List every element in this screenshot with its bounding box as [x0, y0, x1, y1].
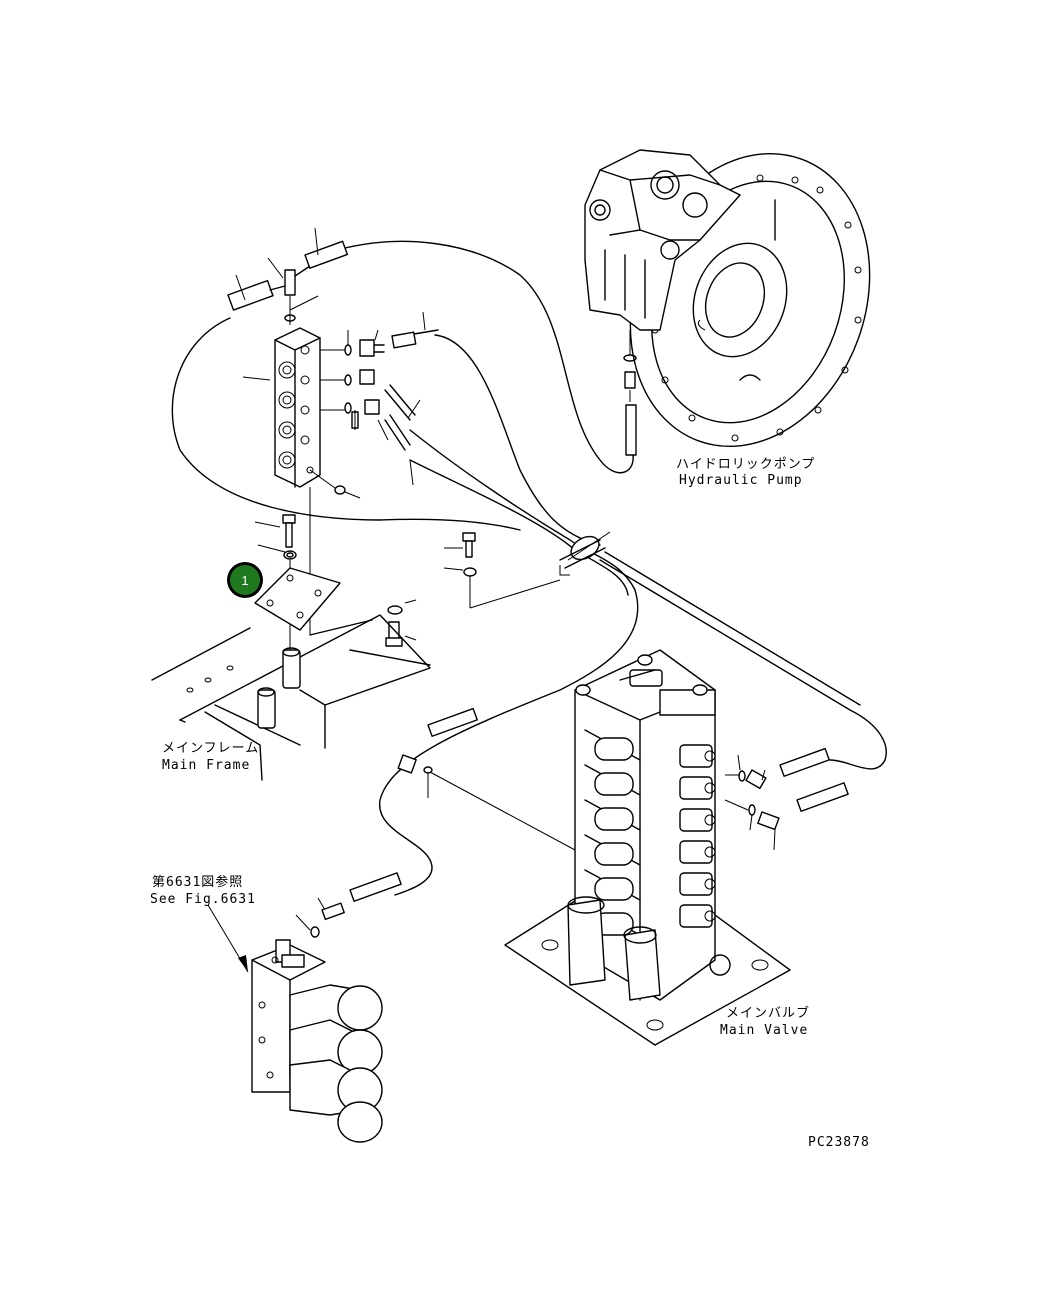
callout-marker-1[interactable]: 1	[227, 562, 263, 598]
main-valve-label: メインバルブ Main Valve	[720, 1005, 810, 1038]
see-fig-label: 第6631図参照 See Fig.6631	[150, 874, 256, 907]
main-frame	[151, 614, 431, 781]
callout-number: 1	[241, 573, 248, 588]
referenced-valve	[207, 872, 402, 1143]
pump-label: ハイドロリックポンプ Hydraulic Pump	[676, 457, 815, 488]
manifold-block	[227, 227, 439, 499]
pump-label-jp: ハイドロリックポンプ	[676, 457, 815, 472]
manifold-leaders	[235, 227, 426, 499]
hydraulic-pump	[584, 149, 871, 456]
main-valve-label-jp: メインバルブ	[726, 1005, 810, 1021]
pump-label-en: Hydraulic Pump	[679, 473, 803, 488]
manifold-fittings	[227, 240, 439, 495]
see-fig-label-jp: 第6631図参照	[152, 874, 243, 890]
main-valve-label-en: Main Valve	[720, 1023, 808, 1038]
callout-marker-fill	[230, 565, 260, 595]
bracket-plate	[254, 514, 561, 660]
see-fig-label-en: See Fig.6631	[150, 892, 256, 907]
main-frame-label: メインフレーム Main Frame	[162, 741, 259, 773]
main-frame-label-jp: メインフレーム	[162, 741, 259, 756]
main-valve	[397, 649, 849, 1046]
main-frame-label-en: Main Frame	[162, 758, 250, 773]
hose-lines	[171, 240, 887, 896]
drawing-number: PC23878	[808, 1135, 870, 1150]
